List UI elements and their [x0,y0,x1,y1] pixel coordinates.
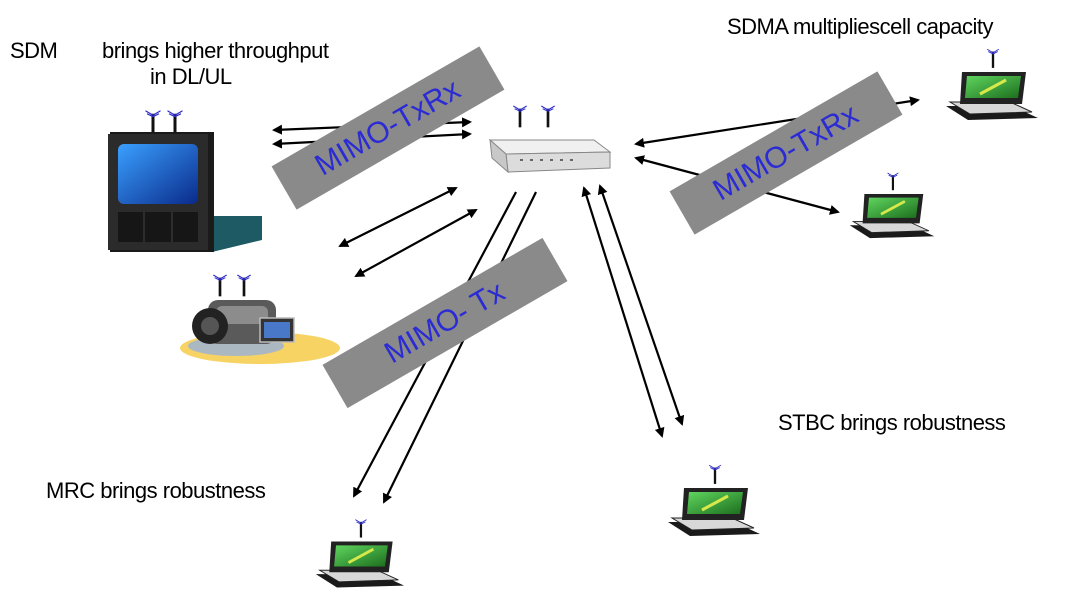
arrow-cam-ap-2 [354,209,478,277]
television-icon [108,111,262,252]
mrc-label: MRC brings robustness [46,478,266,503]
laptop-icon-sdma-mid [850,173,935,238]
arrow-ap-mrc-2 [383,191,537,504]
arrow-ap-stbc-1 [581,186,665,438]
sdm-label: SDM [10,38,58,63]
laptop-icon-sdma-top [946,49,1038,120]
arrow-ap-stbc-2 [597,184,685,426]
sdm-description-line1: brings higher throughput [102,38,329,63]
laptop-icon-mrc [316,520,404,588]
sdm-description-line2: in DL/UL [150,64,232,89]
sdma-label: SDMA multipliescell capacity [727,14,993,39]
laptop-icon-stbc [668,465,760,536]
camcorder-icon [180,273,340,364]
stbc-label: STBC brings robustness [778,410,1006,435]
access-point-icon [488,106,612,174]
arrow-cam-ap-1 [338,187,458,247]
